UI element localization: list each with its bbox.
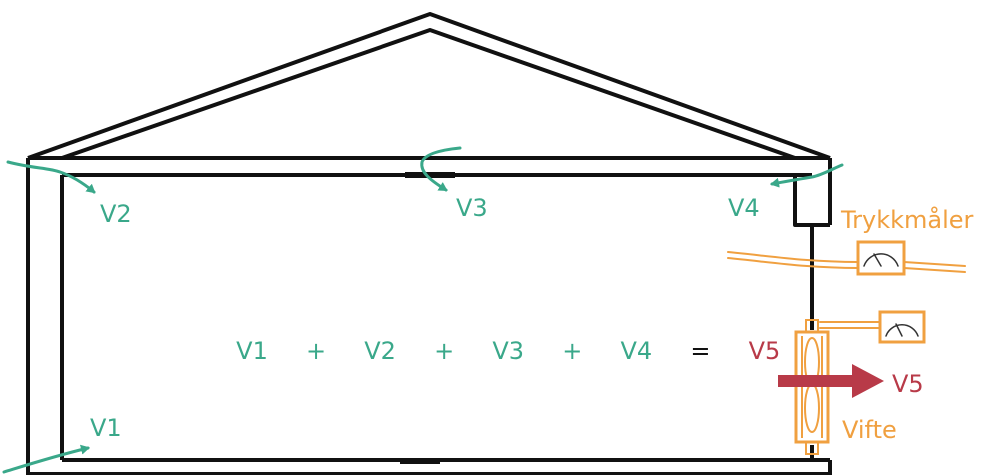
right-wall-notch bbox=[793, 175, 830, 227]
equation-term-4: V4 bbox=[620, 337, 652, 365]
outflow-arrow bbox=[778, 364, 884, 398]
building-structure bbox=[26, 12, 832, 475]
equation-term-2: V2 bbox=[364, 337, 396, 365]
label-v5-outlet: V5 bbox=[892, 370, 924, 398]
equation-plus-2: + bbox=[434, 337, 454, 365]
pressure-equipment bbox=[727, 240, 966, 344]
leak-arrow-v2 bbox=[6, 160, 96, 194]
equation: V1 + V2 + V3 + V4 = V5 bbox=[198, 337, 803, 365]
label-pressure-gauge: Trykkmåler bbox=[840, 205, 974, 234]
roof-outer bbox=[27, 12, 831, 160]
pressure-gauge-1 bbox=[856, 240, 906, 276]
leak-arrow-v4 bbox=[770, 163, 844, 188]
equation-result: V5 bbox=[749, 337, 781, 365]
leak-arrow-v3 bbox=[420, 146, 462, 192]
equation-term-3: V3 bbox=[492, 337, 524, 365]
leak-arrows bbox=[2, 146, 844, 474]
pressure-gauge-2 bbox=[878, 310, 926, 344]
gauge-tube-upper-b bbox=[727, 257, 859, 269]
equation-plus-1: + bbox=[306, 337, 326, 365]
fan-blade-bottom bbox=[804, 383, 820, 433]
roof-inner bbox=[61, 28, 796, 160]
equation-equals: = bbox=[690, 337, 710, 365]
leak-arrow-v1 bbox=[2, 444, 90, 474]
label-v2: V2 bbox=[100, 200, 132, 228]
equation-plus-3: + bbox=[562, 337, 582, 365]
gauge-tube-upper-a bbox=[727, 251, 859, 263]
label-v3: V3 bbox=[456, 194, 488, 222]
label-v1: V1 bbox=[90, 414, 122, 442]
label-fan: Vifte bbox=[842, 416, 897, 444]
equation-term-1: V1 bbox=[236, 337, 268, 365]
label-v4: V4 bbox=[728, 194, 760, 222]
